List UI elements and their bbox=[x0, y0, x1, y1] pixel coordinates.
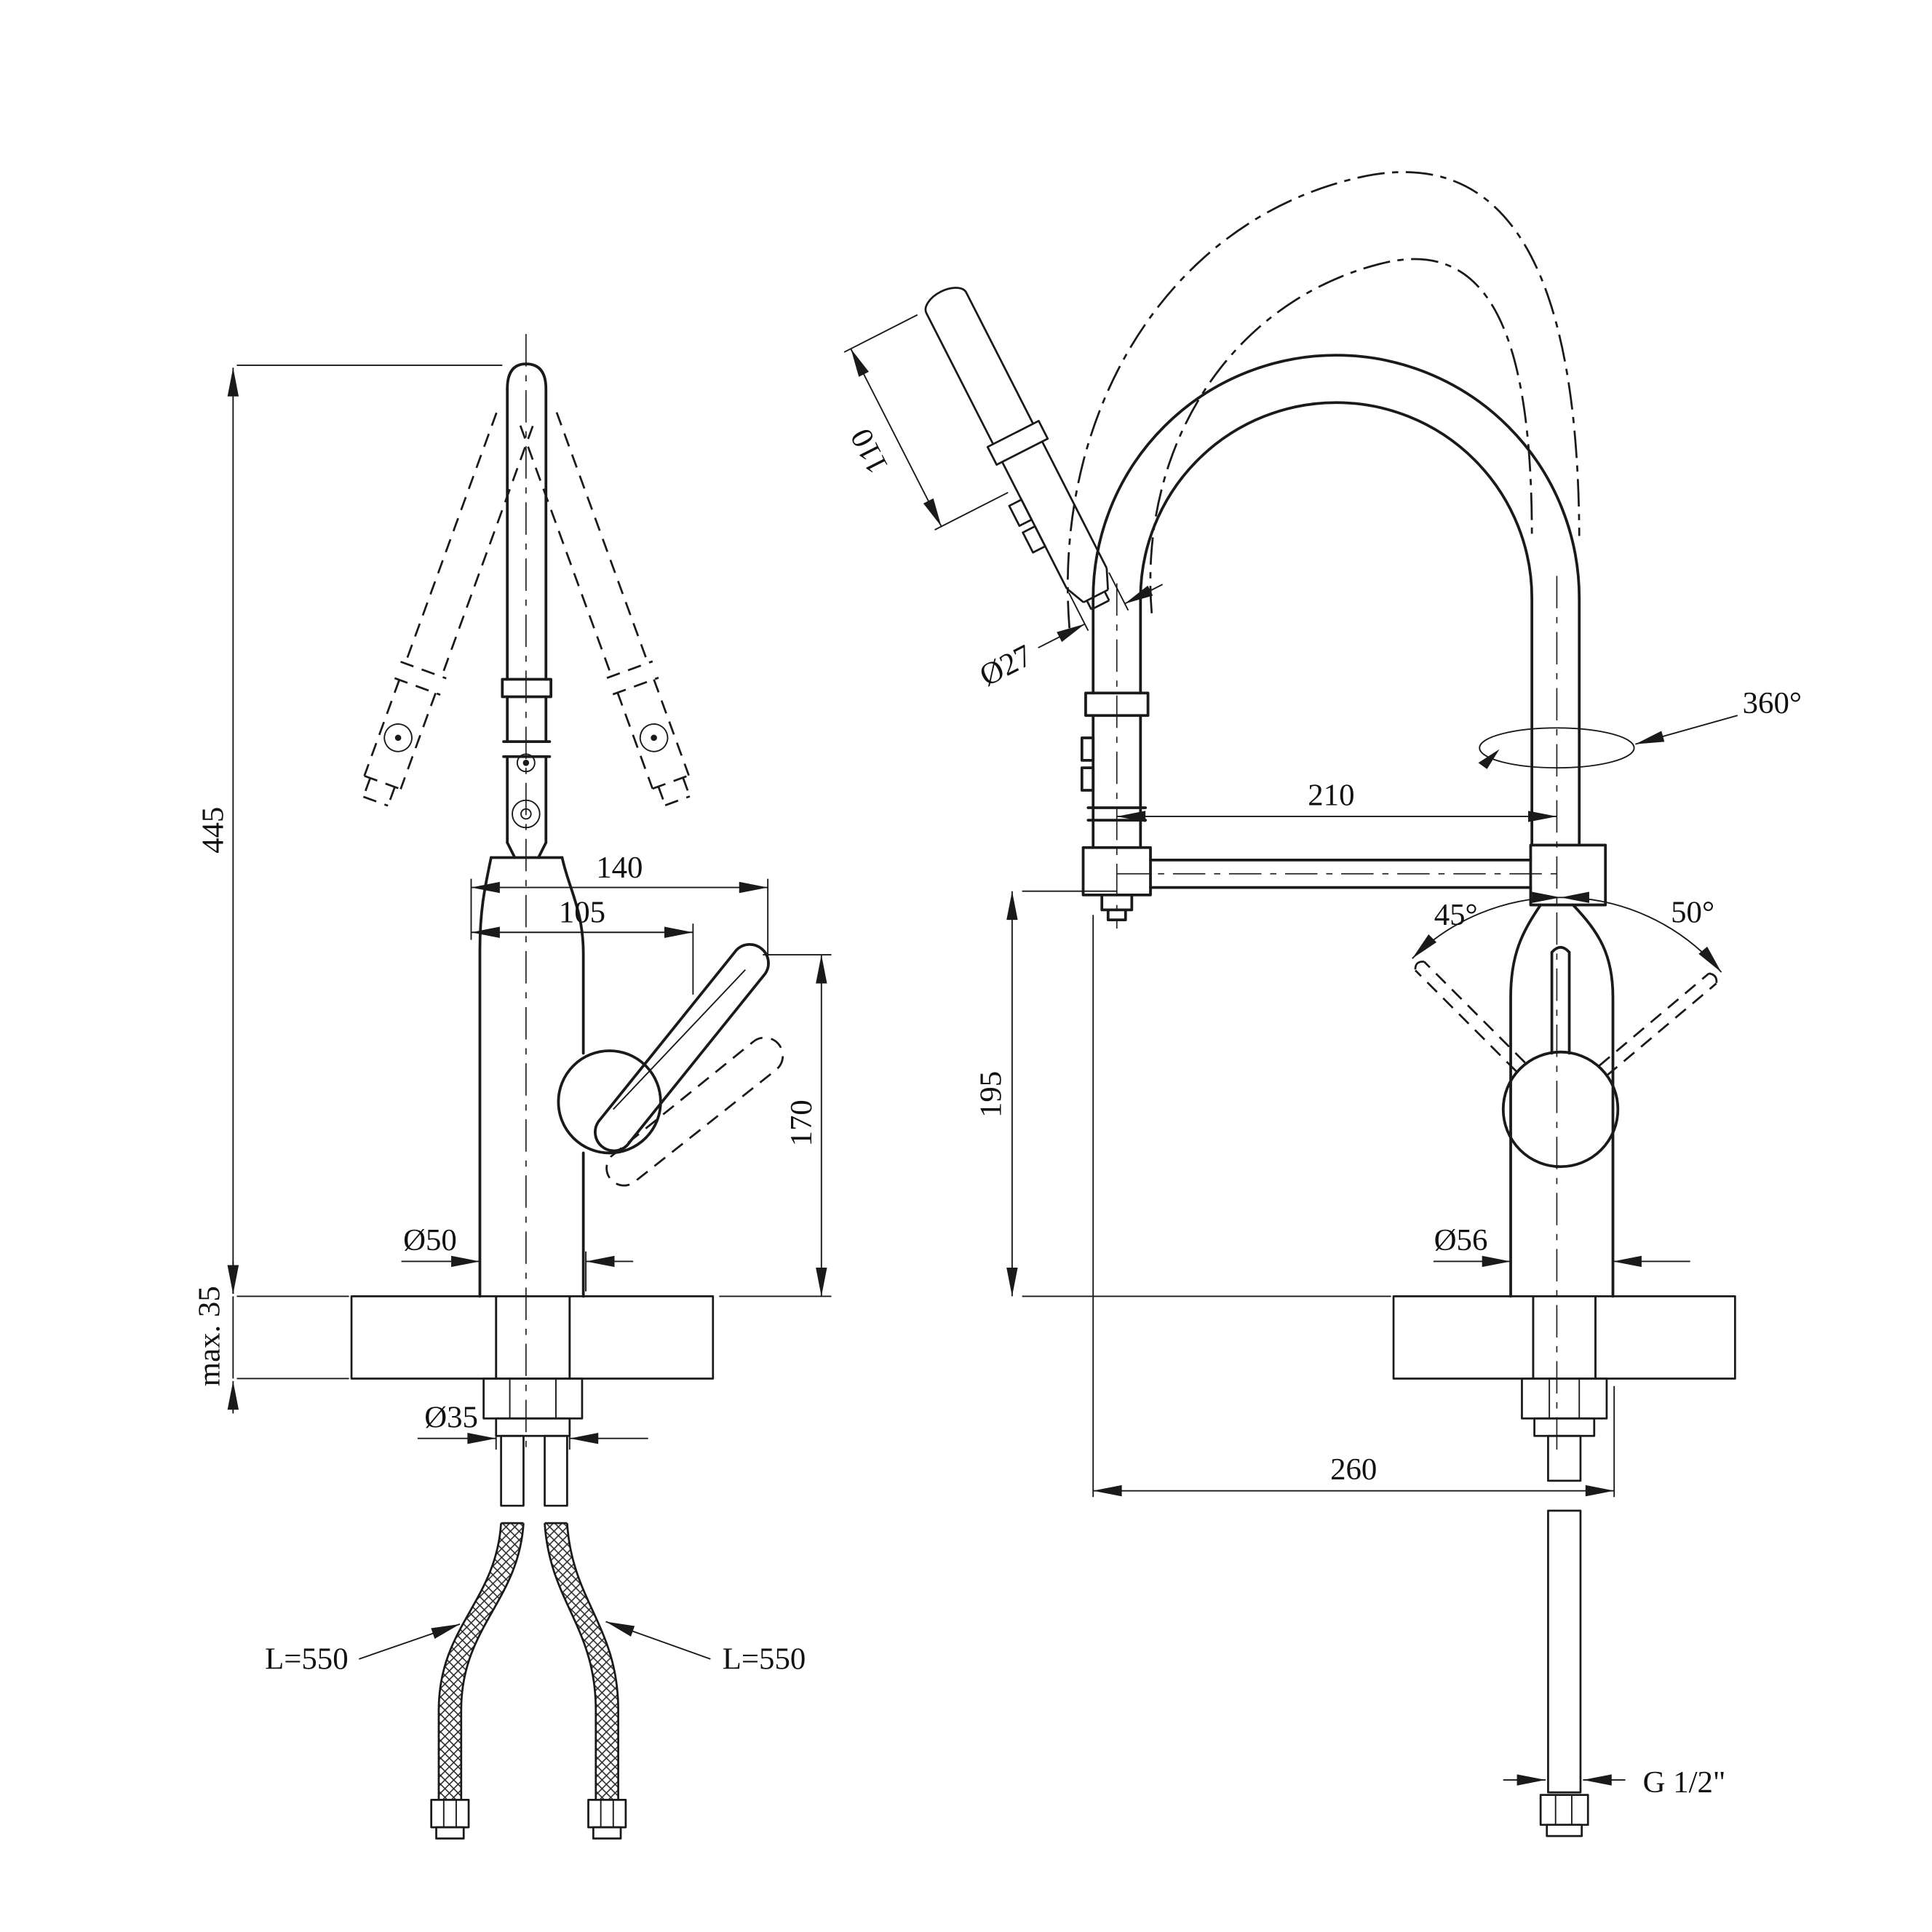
dim-swivel-angle: 360° bbox=[1743, 686, 1802, 720]
side-spray-head-alt: 110 Ø27 bbox=[843, 287, 1164, 693]
side-handle-alt-right bbox=[1598, 972, 1718, 1077]
rotation-arrow-icon bbox=[1478, 749, 1500, 769]
side-spout bbox=[1080, 354, 1607, 922]
side-ball-joint bbox=[1501, 1050, 1620, 1169]
dim-body-height: 170 bbox=[784, 1100, 819, 1146]
front-spray-head-alt-right bbox=[519, 412, 691, 806]
dim-hose-length-left: L=550 bbox=[265, 1642, 349, 1677]
front-spout bbox=[501, 362, 552, 859]
dim-base-diameter-side: Ø56 bbox=[1434, 1223, 1488, 1257]
dim-overall-depth: 260 bbox=[1330, 1452, 1377, 1487]
dim-swing-width: 140 bbox=[596, 851, 643, 885]
side-dimensions: 210 195 Ø56 260 G 1/2" bbox=[974, 779, 1725, 1800]
side-handle-alt-left bbox=[1414, 961, 1526, 1073]
elbow-block bbox=[1529, 843, 1607, 907]
dim-handle-angle-right: 50° bbox=[1671, 896, 1714, 930]
dim-spout-reach: 210 bbox=[1308, 779, 1354, 813]
front-spray-head-alt-left bbox=[362, 412, 534, 807]
handle-lever bbox=[594, 943, 770, 1153]
dim-hole-diameter: Ø35 bbox=[424, 1400, 478, 1434]
front-mounting-shank bbox=[482, 1295, 584, 1437]
hose-left bbox=[438, 1523, 524, 1800]
front-view: 445 max. 35 140 105 170 Ø50 Ø35 bbox=[192, 334, 832, 1840]
side-mounting-shank bbox=[1521, 1295, 1608, 1437]
front-body bbox=[478, 856, 784, 1298]
ball-joint bbox=[557, 1049, 662, 1155]
side-view: 110 Ø27 bbox=[843, 171, 1802, 1837]
side-supply-hose bbox=[1539, 1434, 1589, 1837]
dim-handle-width: 105 bbox=[559, 896, 605, 930]
spray-head-holder bbox=[1081, 846, 1152, 897]
support-arm bbox=[1149, 859, 1533, 889]
dim-handle-angle-left: 45° bbox=[1434, 898, 1478, 932]
front-supply-hoses bbox=[430, 1434, 627, 1840]
side-countertop bbox=[1392, 1295, 1736, 1380]
dim-thread-size: G 1/2" bbox=[1643, 1765, 1726, 1800]
dim-spout-height: 195 bbox=[974, 1071, 1008, 1118]
dim-overall-height: 445 bbox=[196, 807, 231, 854]
dim-deck-thickness: max. 35 bbox=[192, 1286, 226, 1386]
hose-fitting-left bbox=[430, 1799, 470, 1840]
aerator-icon bbox=[512, 799, 541, 829]
front-countertop bbox=[350, 1295, 715, 1380]
side-hose-fitting bbox=[1539, 1794, 1589, 1837]
spray-buttons bbox=[1080, 736, 1095, 792]
handle-lever-alt bbox=[605, 1036, 784, 1187]
swivel-indicator: 360° bbox=[1478, 686, 1802, 769]
dim-base-diameter-front: Ø50 bbox=[403, 1223, 457, 1257]
side-spout-alt bbox=[1066, 171, 1581, 629]
dim-spray-head-length: 110 bbox=[844, 423, 895, 479]
spray-button-icon bbox=[516, 753, 536, 773]
dim-hose-length-right: L=550 bbox=[723, 1642, 806, 1677]
hose-right bbox=[544, 1523, 619, 1800]
front-dimensions: 445 max. 35 140 105 170 Ø50 Ø35 bbox=[192, 364, 832, 1677]
dim-spray-head-diameter: Ø27 bbox=[974, 638, 1038, 693]
side-handle-lever bbox=[1550, 945, 1571, 1055]
handle-swing-arcs: 45° 50° bbox=[1412, 891, 1722, 973]
hose-fitting-right bbox=[587, 1799, 627, 1840]
